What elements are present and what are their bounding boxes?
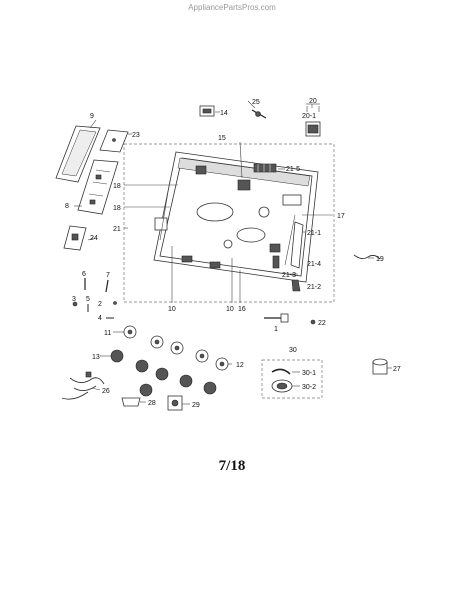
label-9: 9 — [90, 113, 94, 120]
label-8: 8 — [65, 203, 69, 210]
label-30-2: 30-2 — [302, 384, 316, 391]
part-7 — [105, 279, 109, 293]
part-28 — [121, 397, 141, 407]
part-26 — [61, 371, 105, 400]
part-12 — [215, 357, 229, 371]
label-11: 11 — [104, 330, 111, 337]
part-1 — [264, 313, 289, 323]
label-29: 29 — [192, 402, 200, 409]
part-14 — [199, 105, 215, 117]
label-28: 28 — [148, 400, 156, 407]
part-29 — [167, 395, 183, 411]
label-22: 22 — [318, 320, 326, 327]
part-24 — [63, 225, 87, 251]
part-9 — [55, 125, 101, 183]
part-19 — [353, 254, 381, 260]
assembly-30-box — [261, 359, 323, 399]
part-30-1 — [271, 368, 291, 375]
part-27 — [372, 358, 388, 375]
site-watermark: AppliancePartsPros.com — [188, 3, 276, 12]
part-2 — [113, 301, 117, 305]
label-18b: 18 — [113, 205, 121, 212]
label-21-1: 21-1 — [307, 230, 321, 237]
label-21-5: 21-5 — [286, 166, 300, 173]
label-14: 14 — [220, 110, 228, 117]
part-8 — [77, 159, 119, 215]
part-30-2 — [271, 379, 293, 393]
label-16: 16 — [238, 306, 246, 313]
label-4: 4 — [98, 315, 102, 322]
part-13-knobs — [110, 349, 217, 397]
label-3: 3 — [72, 296, 76, 303]
label-6: 6 — [82, 271, 86, 278]
label-12: 12 — [236, 362, 244, 369]
label-21-2: 21-2 — [307, 284, 321, 291]
page-number: 7/18 — [218, 458, 246, 474]
leader-lines — [74, 100, 392, 405]
label-25: 25 — [252, 99, 260, 106]
label-19: 19 — [376, 256, 384, 263]
part-20 — [305, 106, 321, 137]
label-1: 1 — [274, 326, 278, 333]
assembly-21-box — [123, 143, 335, 303]
part-25 — [251, 109, 267, 119]
label-20-1: 20-1 — [302, 113, 316, 120]
label-24: 24 — [90, 235, 98, 242]
part-11-row — [123, 325, 209, 363]
label-17: 17 — [337, 213, 345, 220]
part-21-4 — [272, 255, 280, 269]
label-5: 5 — [86, 296, 90, 303]
part-3 — [72, 301, 78, 307]
label-10b: 10 — [226, 306, 234, 313]
label-30: 30 — [289, 347, 297, 354]
label-21: 21 — [113, 226, 121, 233]
label-2: 2 — [98, 301, 102, 308]
part-21-1 — [290, 221, 304, 269]
label-13: 13 — [92, 354, 100, 361]
label-18a: 18 — [113, 183, 121, 190]
part-22 — [310, 319, 316, 325]
label-27: 27 — [393, 366, 401, 373]
label-15: 15 — [218, 135, 226, 142]
part-23 — [99, 129, 129, 153]
label-30-1: 30-1 — [302, 370, 316, 377]
label-7: 7 — [106, 272, 110, 279]
label-21-3: 21-3 — [282, 272, 296, 279]
label-21-4: 21-4 — [307, 261, 321, 268]
label-23: 23 — [132, 132, 140, 139]
label-26: 26 — [102, 388, 110, 395]
part-21-5 — [253, 163, 277, 173]
part-21-2 — [291, 279, 301, 292]
main-frame-part — [153, 151, 319, 283]
label-10a: 10 — [168, 306, 176, 313]
label-20: 20 — [309, 98, 317, 105]
